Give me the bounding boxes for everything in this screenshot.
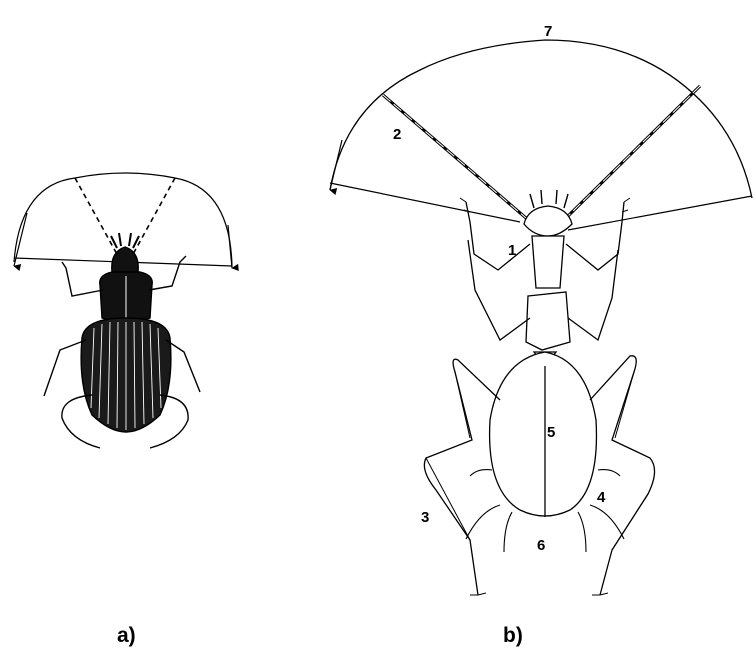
abdomen-b	[490, 352, 597, 516]
reach-base-right-b	[568, 196, 752, 230]
label-5: 5	[547, 424, 555, 441]
label-1: 1	[508, 242, 516, 259]
antenna-left-a	[75, 178, 118, 256]
caption-b: b)	[503, 624, 523, 648]
midleg-right-b	[568, 250, 618, 340]
foreleg-right-b	[566, 202, 624, 270]
beetle-a	[14, 173, 232, 448]
label-2: 2	[393, 126, 401, 143]
hindleg-right-b	[590, 356, 655, 595]
label-4: 4	[597, 489, 606, 506]
antenna-right-a	[132, 178, 175, 256]
midleg-left-a	[44, 340, 86, 396]
foreleg-left-a	[62, 262, 103, 296]
label-3: 3	[421, 509, 429, 526]
prothorax-b	[532, 236, 564, 288]
reach-arc-b	[330, 40, 752, 198]
label-6: 6	[537, 537, 545, 554]
pronotum-b	[526, 292, 570, 350]
head-b	[524, 206, 572, 236]
foreleg-right-a	[149, 256, 186, 290]
beetle-b	[330, 40, 752, 595]
caption-a: a)	[117, 624, 136, 648]
reach-arrow-left-b	[330, 140, 342, 190]
reach-arrow-right-a	[228, 225, 232, 268]
midleg-left-b	[468, 240, 530, 340]
label-7: 7	[544, 23, 552, 40]
